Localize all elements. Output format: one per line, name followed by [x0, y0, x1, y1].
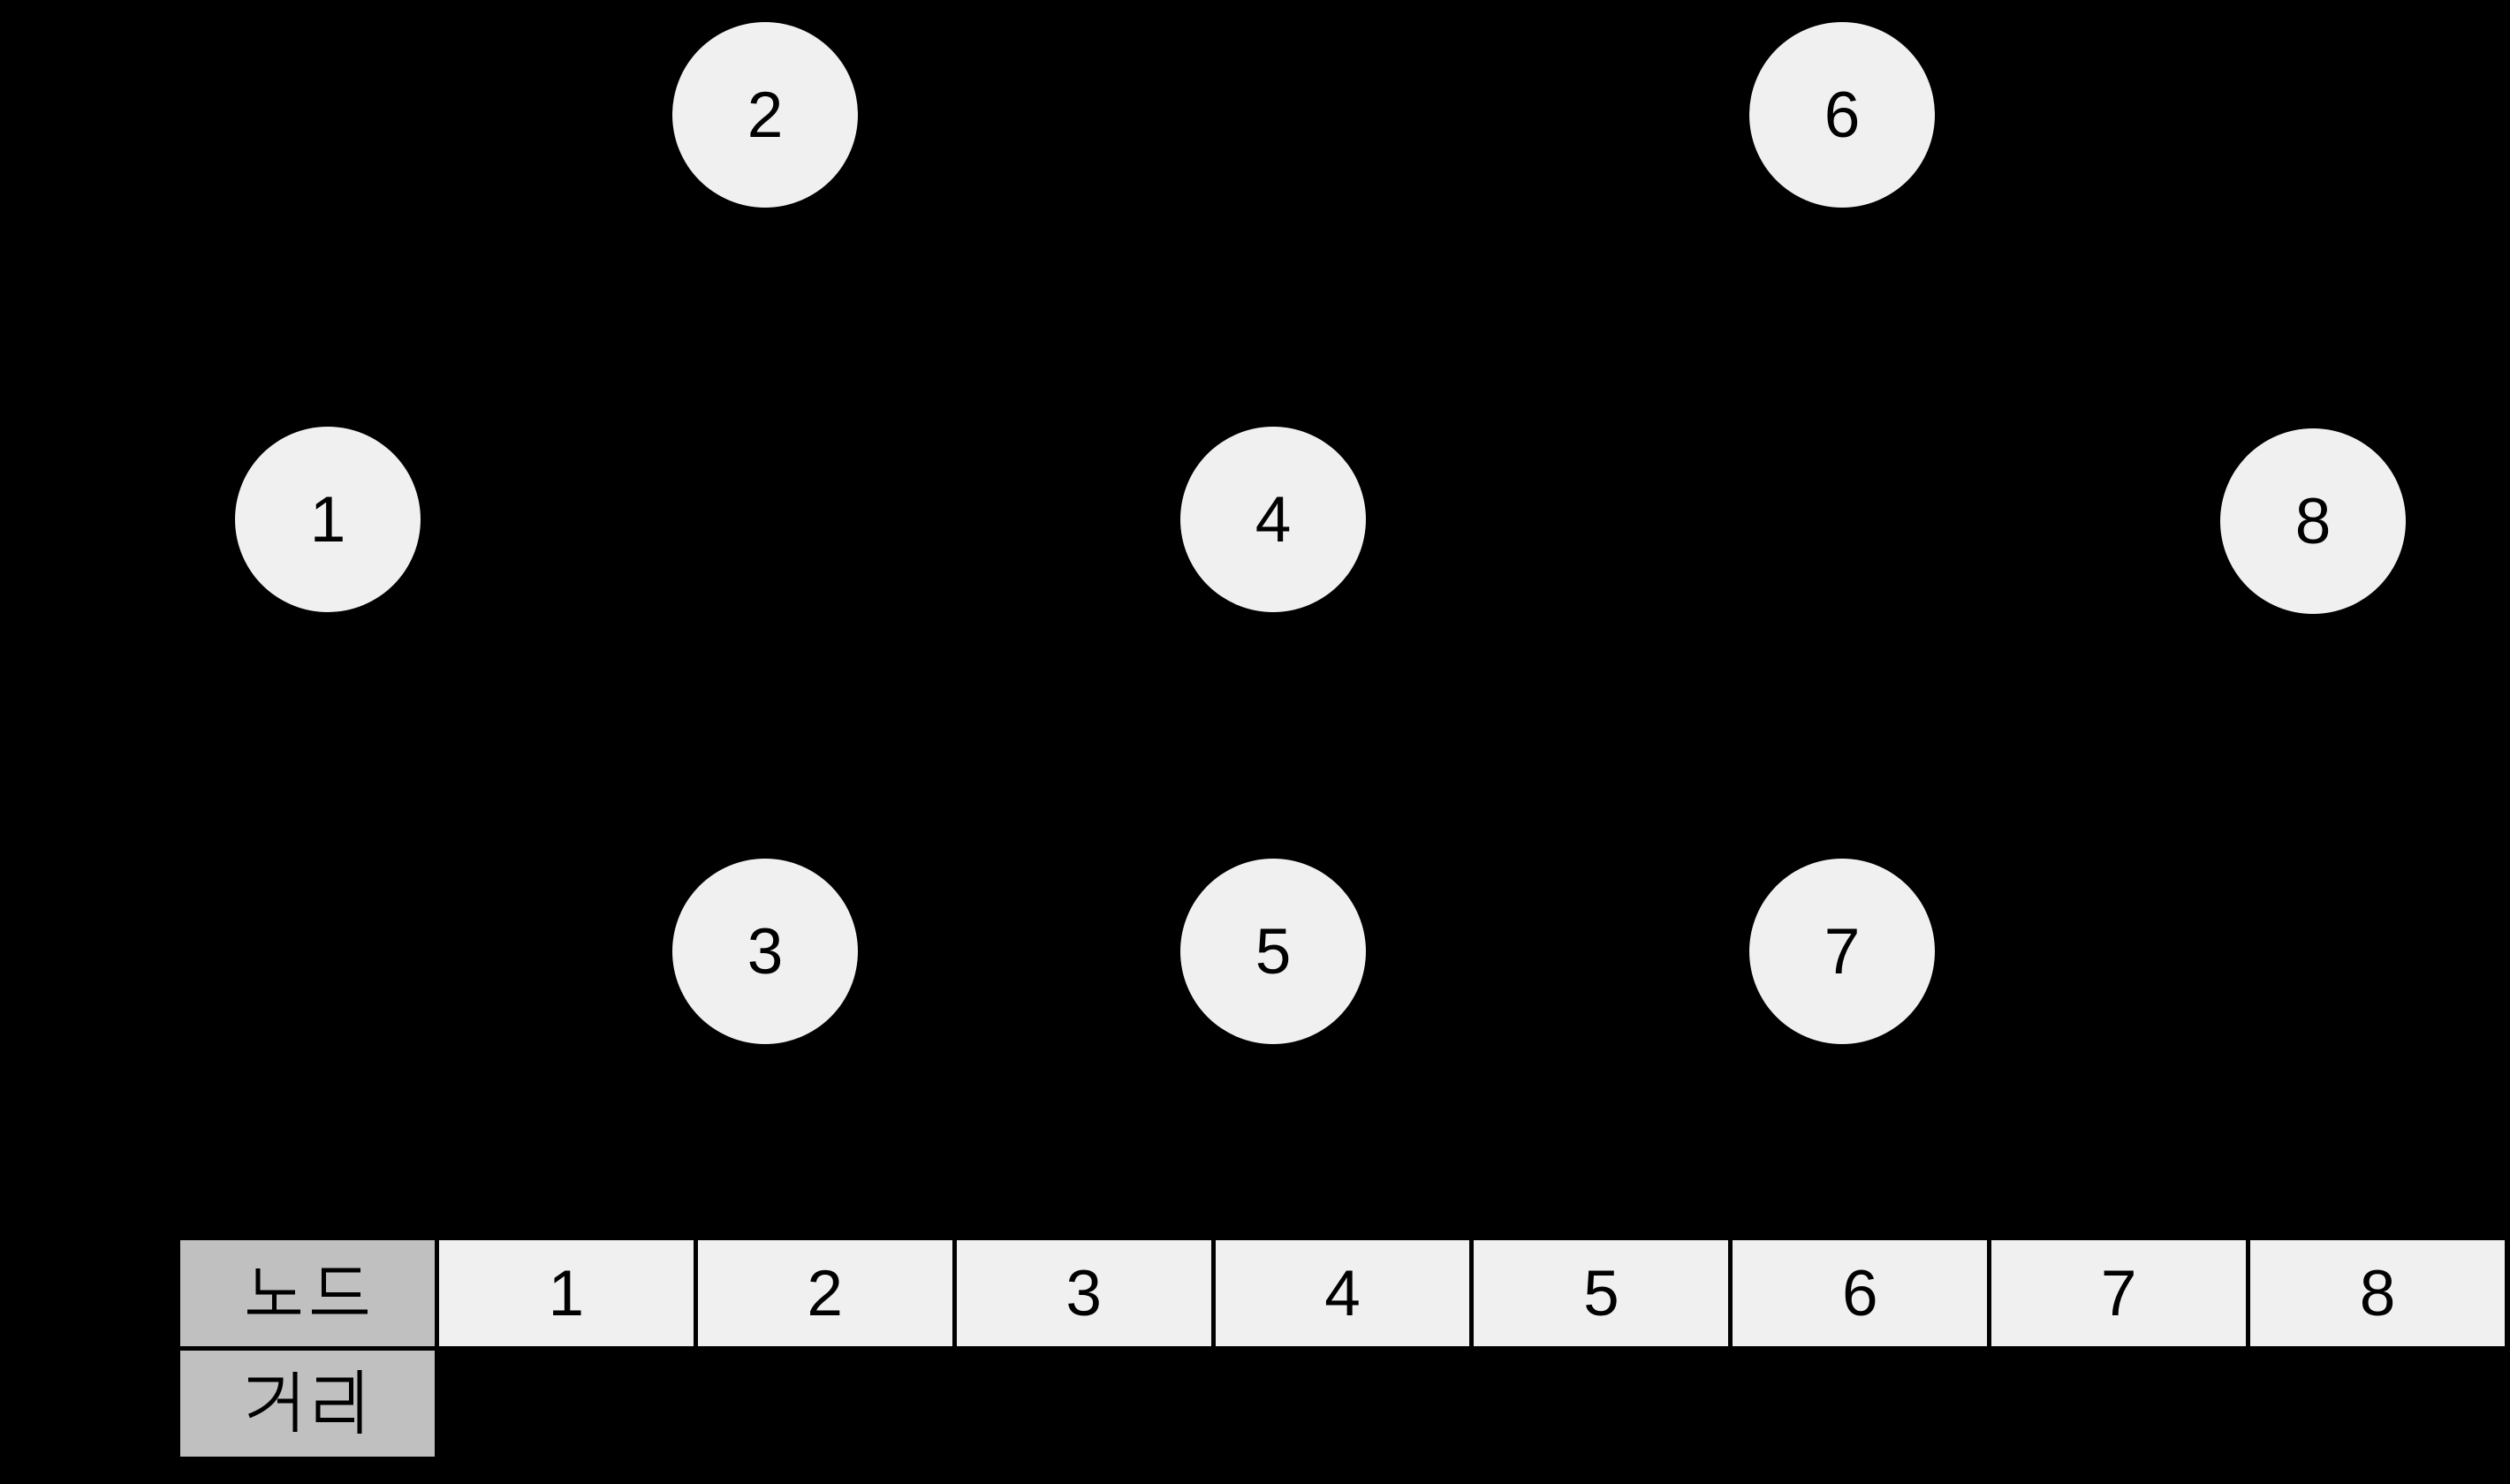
korean-text-distance-glyphs: [247, 1370, 362, 1434]
node-label-3: 3: [747, 915, 784, 988]
node-cell-8: 8: [2246, 1236, 2510, 1351]
korean-text-node-glyphs: [246, 1268, 368, 1314]
node-cell-7: 7: [1987, 1236, 2251, 1351]
distance-row-header: 거리: [176, 1346, 439, 1461]
distance-row-empty-cells: [436, 1349, 2506, 1459]
node-row: 노드 1 2 3 4 5 6 7 8: [176, 1236, 2510, 1351]
graph-node-4: 4: [1180, 427, 1366, 612]
node-distance-table: 노드 1 2 3 4 5 6 7 8: [176, 1236, 2510, 1461]
node-cell-3: 3: [952, 1236, 1216, 1351]
node-cell-1: 1: [434, 1236, 698, 1351]
node-cell-4: 4: [1210, 1236, 1475, 1351]
distance-row-header-text: 거리: [369, 1368, 370, 1369]
node-row-header: 노드: [176, 1236, 439, 1351]
graph-node-7: 7: [1749, 859, 1935, 1044]
node-row-header-text: 노드: [369, 1267, 370, 1268]
graph-node-5: 5: [1180, 859, 1366, 1044]
node-label-1: 1: [309, 483, 346, 556]
node-label-6: 6: [1824, 79, 1861, 151]
node-cell-6: 6: [1728, 1236, 1992, 1351]
node-label-8: 8: [2294, 485, 2332, 557]
graph-node-1: 1: [235, 427, 421, 612]
graph-node-8: 8: [2220, 428, 2406, 614]
node-label-4: 4: [1255, 483, 1292, 556]
graph-node-6: 6: [1749, 22, 1935, 208]
node-cell-5: 5: [1469, 1236, 1733, 1351]
graph-node-2: 2: [672, 22, 858, 208]
node-label-7: 7: [1824, 915, 1861, 988]
node-label-5: 5: [1255, 915, 1292, 988]
node-label-2: 2: [747, 79, 784, 151]
node-cell-2: 2: [693, 1236, 957, 1351]
graph-node-3: 3: [672, 859, 858, 1044]
distance-row: 거리: [176, 1346, 2507, 1461]
